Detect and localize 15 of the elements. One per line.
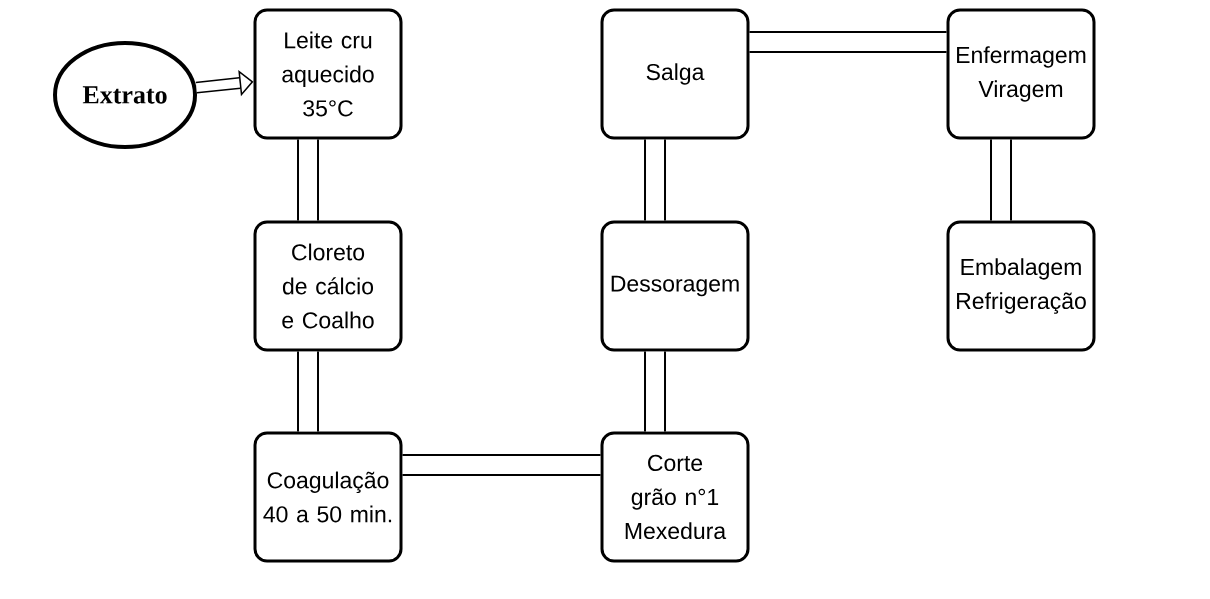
process-box: Salga (600, 8, 750, 140)
connector (644, 139, 666, 221)
connector (297, 351, 319, 432)
connector (644, 351, 666, 432)
process-box: Corte grão n°1 Mexedura (600, 431, 750, 563)
connector (749, 31, 947, 53)
connector (990, 139, 1012, 221)
connector (297, 139, 319, 221)
process-box: Coagulação 40 a 50 min. (253, 431, 403, 563)
process-box: Enfermagem Viragem (946, 8, 1096, 140)
connector (402, 454, 601, 476)
process-box: Cloreto de cálcio e Coalho (253, 220, 403, 352)
process-box: Embalagem Refrigeração (946, 220, 1096, 352)
process-box: Dessoragem (600, 220, 750, 352)
process-box: Leite cru aquecido 35°C (253, 8, 403, 140)
